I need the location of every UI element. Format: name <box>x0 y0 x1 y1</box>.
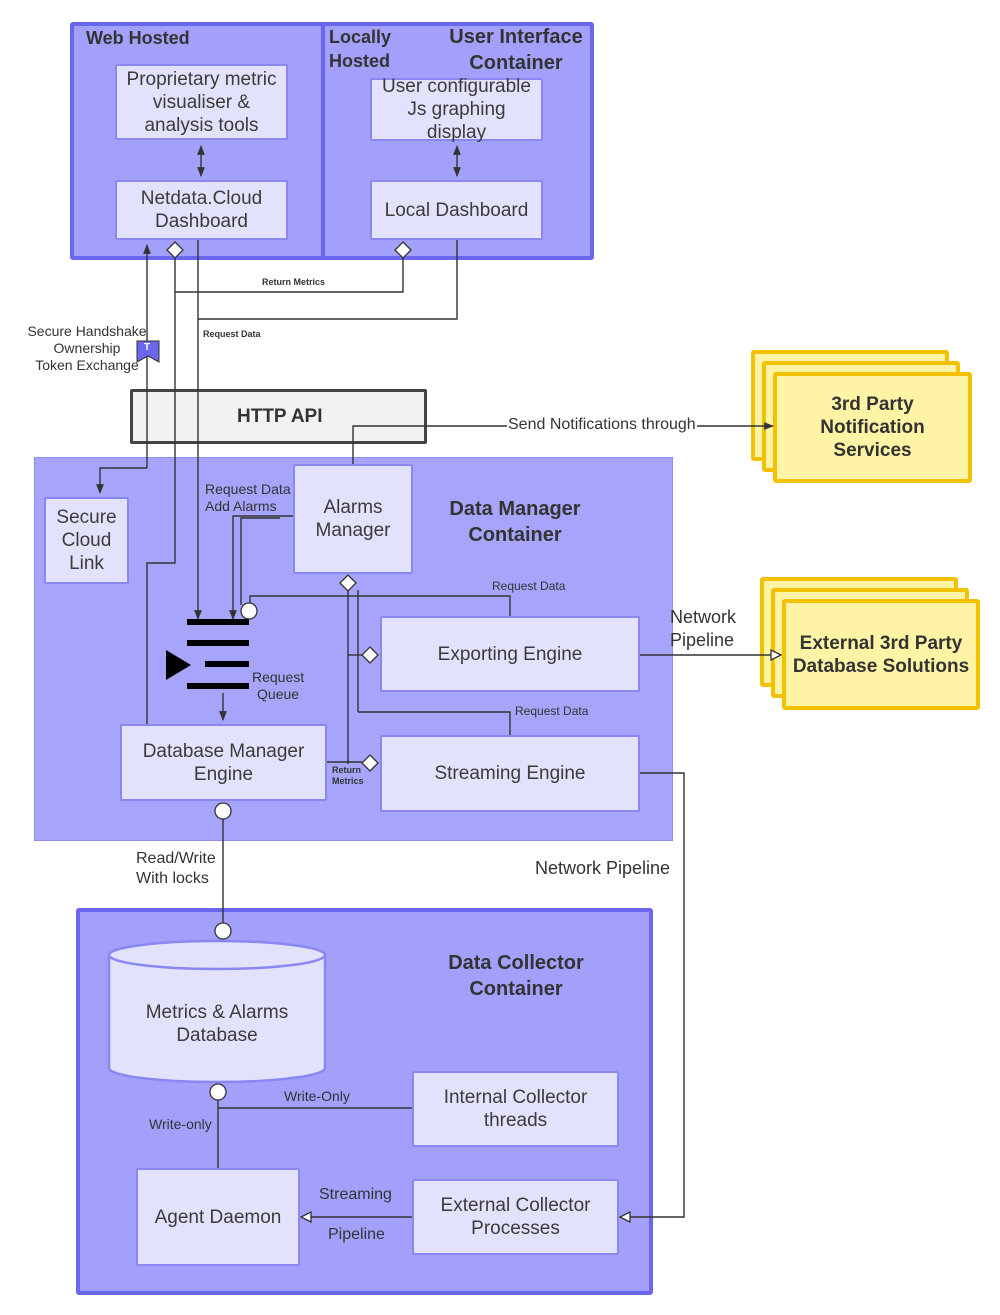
ui-container-divider <box>321 24 325 258</box>
notification-services-box: 3rd Party Notification Services <box>773 372 972 483</box>
alarms-request-a <box>229 515 293 620</box>
database-bottom-circle-icon <box>209 1083 227 1101</box>
web-hosted-label: Web Hosted <box>86 28 190 48</box>
stream-request-line <box>358 711 511 735</box>
database-cylinder-icon <box>107 939 327 1084</box>
netdata-return-line <box>146 258 176 724</box>
request-queue-icon <box>166 619 249 689</box>
secure-handshake-to-link <box>96 467 147 494</box>
data-manager-title: Data Manager Container <box>449 498 581 546</box>
network-pipeline-stream-label: Network Pipeline <box>535 858 671 878</box>
request-data-line <box>198 240 458 320</box>
return-metrics-label: Return Metrics <box>262 277 326 287</box>
stream-request-data-label: Request Data <box>515 704 589 718</box>
streaming-label: Streaming <box>319 1186 392 1203</box>
network-pipeline-export-label: Network Pipeline <box>670 607 737 650</box>
queue-circle-icon <box>240 602 258 620</box>
secure-cloud-link: Secure Cloud Link <box>44 497 129 584</box>
token-icon <box>136 340 160 363</box>
locally-hosted-label: Locally Hosted <box>329 27 392 71</box>
exporting-engine: Exporting Engine <box>380 616 640 692</box>
return-metrics-line <box>175 258 404 293</box>
write-only-agent-label: Write-only <box>149 1116 212 1132</box>
db-manager-circle-icon <box>214 802 232 820</box>
secure-handshake-label: Secure Handshake Ownership Token Exchang… <box>27 323 147 373</box>
database-manager-engine: Database Manager Engine <box>120 724 327 801</box>
proprietary-tools-box: Proprietary metric visualiser & analysis… <box>115 64 288 140</box>
export-request-data-label: Request Data <box>492 579 566 593</box>
export-request-line <box>249 595 511 616</box>
request-data-add-alarms-label: Request Data Add Alarms <box>205 481 291 514</box>
write-only-internal-label: Write-Only <box>284 1088 350 1104</box>
export-diamond-icon <box>361 646 379 664</box>
stream-diamond-icon <box>361 754 379 772</box>
js-graphing-display: User configurable Js graphing display <box>370 76 543 143</box>
request-queue-label: Request Queue <box>252 669 305 702</box>
http-api-box: HTTP API <box>130 389 427 444</box>
alarms-manager: Alarms Manager <box>293 464 413 574</box>
agent-daemon: Agent Daemon <box>136 1168 300 1266</box>
alarms-diamond-icon <box>339 574 357 592</box>
request-data-label: Request Data <box>203 329 261 339</box>
netdata-cloud-dashboard: Netdata.Cloud Dashboard <box>115 180 288 240</box>
external-database-box: External 3rd Party Database Solutions <box>782 599 980 710</box>
local-dashboard-diamond-icon <box>394 241 412 259</box>
pipeline-label: Pipeline <box>328 1226 385 1243</box>
return-metrics-small-label: Return Metrics <box>332 765 364 786</box>
database-top-circle-icon <box>214 922 232 940</box>
data-collector-title: Data Collector Container <box>448 952 584 1000</box>
local-dashboard: Local Dashboard <box>370 180 543 240</box>
streaming-engine: Streaming Engine <box>380 735 640 812</box>
ui-container-title: User Interface Container <box>449 26 583 74</box>
token-label: T <box>144 342 151 353</box>
read-write-label: Read/Write With locks <box>136 850 216 887</box>
metrics-alarms-database: Metrics & Alarms Database <box>145 1002 289 1046</box>
send-notifications-label: Send Notifications through <box>507 416 697 434</box>
netdata-diamond-icon <box>166 241 184 259</box>
stream-collector-line <box>620 772 685 1217</box>
internal-collector-threads: Internal Collector threads <box>412 1071 619 1147</box>
alarms-request-b <box>240 517 280 605</box>
external-collector-processes: External Collector Processes <box>412 1179 619 1255</box>
